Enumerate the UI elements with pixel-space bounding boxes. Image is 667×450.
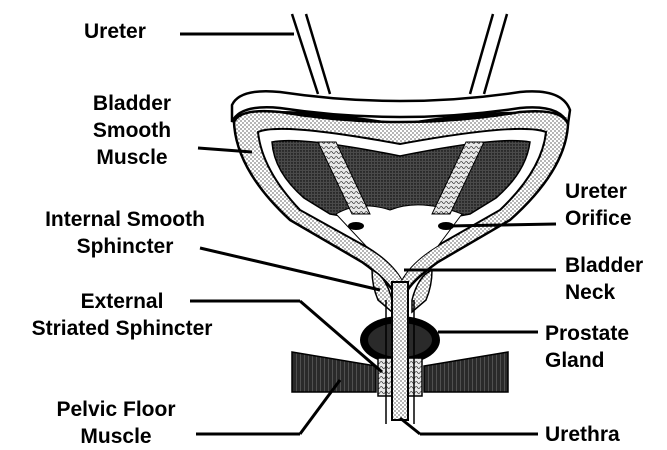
- label-pelvic-floor-muscle: Pelvic Floor Muscle: [40, 396, 192, 450]
- ureter-left: [292, 14, 330, 94]
- label-line: Muscle: [70, 144, 194, 171]
- label-internal-smooth-sphincter: Internal Smooth Sphincter: [20, 206, 230, 260]
- label-line: Sphincter: [20, 233, 230, 260]
- label-line: Smooth: [70, 117, 194, 144]
- label-line: Internal Smooth: [20, 206, 230, 233]
- label-ureter: Ureter: [84, 18, 146, 45]
- label-prostate-gland: Prostate Gland: [545, 320, 629, 374]
- label-line: Bladder: [565, 252, 643, 279]
- label-line: Striated Sphincter: [8, 315, 236, 342]
- label-line: Neck: [565, 279, 643, 306]
- label-line: External: [8, 288, 236, 315]
- label-bladder-smooth-muscle: Bladder Smooth Muscle: [70, 90, 194, 171]
- label-line: Gland: [545, 347, 629, 374]
- label-ureter-orifice: Ureter Orifice: [565, 178, 632, 232]
- label-external-striated-sphincter: External Striated Sphincter: [8, 288, 236, 342]
- label-line: Ureter: [565, 178, 632, 205]
- label-line: Muscle: [40, 423, 192, 450]
- ureter-right: [470, 14, 507, 94]
- ureter-orifice-left: [348, 222, 364, 230]
- label-urethra: Urethra: [545, 421, 620, 448]
- label-bladder-neck: Bladder Neck: [565, 252, 643, 306]
- label-line: Pelvic Floor: [40, 396, 192, 423]
- label-line: Prostate: [545, 320, 629, 347]
- label-line: Orifice: [565, 205, 632, 232]
- label-line: Bladder: [70, 90, 194, 117]
